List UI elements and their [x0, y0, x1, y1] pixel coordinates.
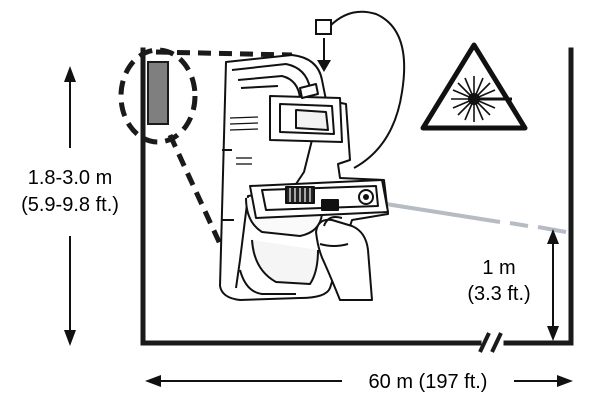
- distance-arrowhead-left: [145, 375, 161, 387]
- height-range-label-ft: (5.9-9.8 ft.): [21, 194, 119, 216]
- beam-arrowhead-up: [547, 229, 559, 244]
- laser-beam: [385, 202, 567, 234]
- beam-arrowhead-down: [547, 326, 559, 341]
- insert-arrow: [317, 38, 331, 72]
- beam-height-label-m: 1 m: [482, 257, 515, 279]
- cable: [329, 10, 406, 169]
- distance-arrowhead-right: [557, 375, 573, 387]
- mount-highlight-circle: [118, 47, 198, 145]
- hand-icon: [315, 216, 373, 301]
- arrowhead-up: [64, 66, 76, 82]
- room-outline: [140, 47, 574, 346]
- projection-line-bottom: [167, 133, 235, 272]
- mount-block: [147, 61, 169, 125]
- detector-device: [219, 54, 389, 301]
- cable-connector-icon: [315, 19, 332, 35]
- projection-line-top: [155, 49, 293, 58]
- floor-break-symbol: [478, 332, 503, 353]
- beam-height-label-ft: (3.3 ft.): [467, 283, 530, 305]
- height-range-label-m: 1.8-3.0 m: [28, 167, 112, 189]
- laser-warning-icon: [420, 42, 528, 131]
- distance-label: 60 m (197 ft.): [369, 371, 488, 393]
- arrowhead-down: [64, 330, 76, 346]
